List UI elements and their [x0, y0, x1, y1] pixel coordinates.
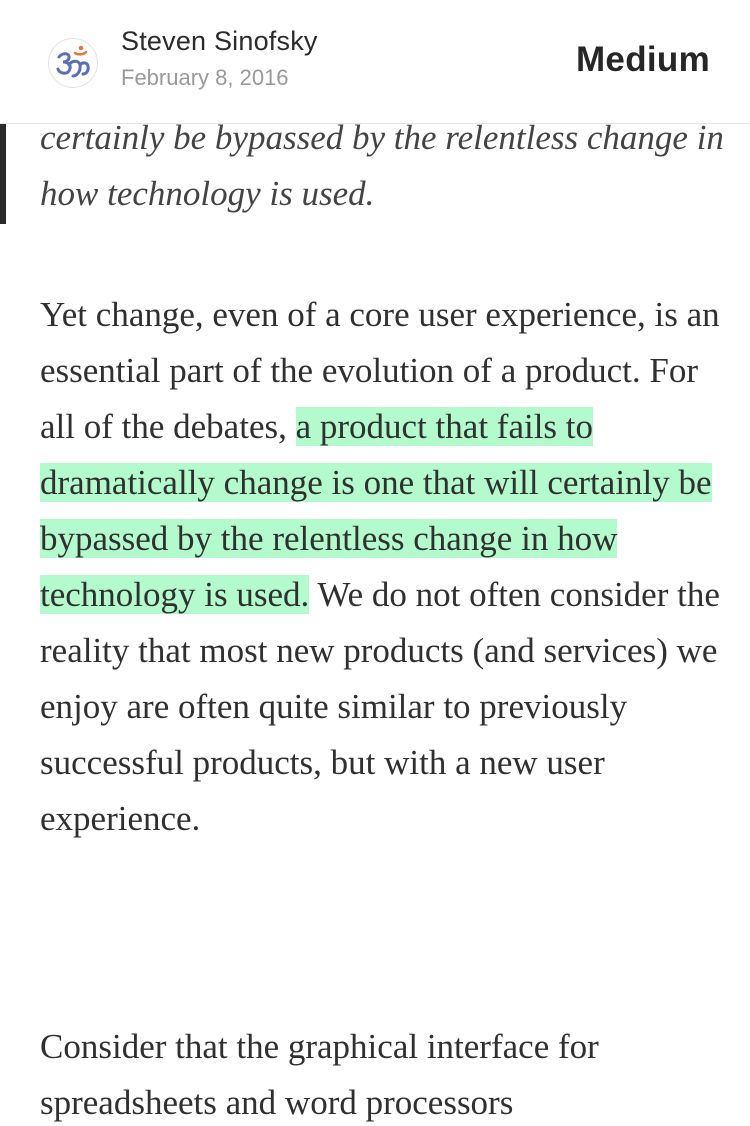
- paragraph-text: We do not often consider the reality tha…: [40, 575, 720, 838]
- om-symbol-icon: [56, 45, 90, 78]
- article-header: Steven Sinofsky February 8, 2016 Medium: [0, 0, 750, 124]
- blockquote-bar: [0, 124, 6, 224]
- author-name[interactable]: Steven Sinofsky: [121, 26, 318, 56]
- author-avatar[interactable]: [48, 38, 98, 88]
- blockquote-text: certainly be bypassed by the relentless …: [40, 118, 724, 213]
- post-date: February 8, 2016: [121, 65, 289, 90]
- paragraph-text: Yet change, even of a core user experien…: [40, 295, 720, 446]
- paragraph: Yet change, even of a core user experien…: [40, 287, 730, 847]
- medium-logo[interactable]: Medium: [575, 40, 710, 79]
- paragraph: Consider that the graphical interface fo…: [40, 1027, 599, 1122]
